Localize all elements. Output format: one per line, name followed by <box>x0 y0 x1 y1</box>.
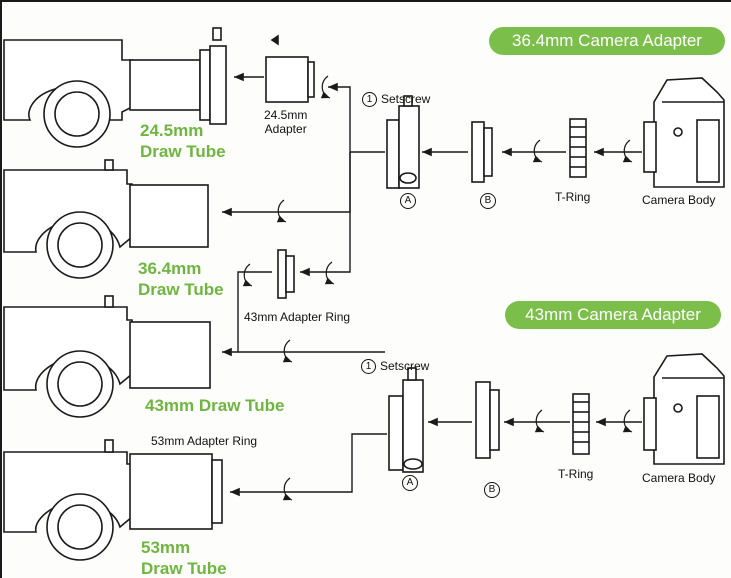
part-b-bottom-badge: B <box>484 482 500 498</box>
adapter-ring-43-label: 43mm Adapter Ring <box>244 310 350 324</box>
adapter-245-label: 24.5mm Adapter <box>264 108 307 136</box>
camera-adapter-bottom <box>389 368 589 472</box>
adapter-245 <box>266 36 314 102</box>
t-ring-bottom-label: T-Ring <box>558 467 593 481</box>
camera-body-bottom-label: Camera Body <box>642 471 715 485</box>
camera-body-top-label: Camera Body <box>642 193 715 207</box>
setscrew-top-label: 1 Setscrew <box>362 78 430 107</box>
part-a-bottom-badge: A <box>402 475 418 491</box>
part-a-top-badge: A <box>400 193 416 209</box>
camera-body-top <box>644 78 724 187</box>
adapter-ring-53-label: 53mm Adapter Ring <box>151 434 257 448</box>
camera-body-bottom <box>644 354 724 464</box>
adapter-43-title: 43mm Camera Adapter <box>505 301 721 329</box>
draw-tube-245-label: 24.5mm Draw Tube <box>140 120 226 162</box>
setscrew-number-icon: 1 <box>361 359 376 374</box>
draw-tube-53-label: 53mm Draw Tube <box>141 537 227 578</box>
t-ring-top-label: T-Ring <box>555 190 590 204</box>
setscrew-bottom-text: Setscrew <box>380 359 429 373</box>
draw-tube-43-label: 43mm Draw Tube <box>145 395 285 416</box>
setscrew-top-text: Setscrew <box>381 92 430 106</box>
adapter-ring-43 <box>278 250 294 298</box>
adapter-364-title: 36.4mm Camera Adapter <box>489 27 725 55</box>
camera-adapter-top <box>387 96 586 188</box>
setscrew-bottom-label: 1 Setscrew <box>361 345 429 374</box>
setscrew-number-icon: 1 <box>362 92 377 107</box>
draw-tube-364-label: 36.4mm Draw Tube <box>138 258 224 300</box>
part-b-top-badge: B <box>480 193 496 209</box>
